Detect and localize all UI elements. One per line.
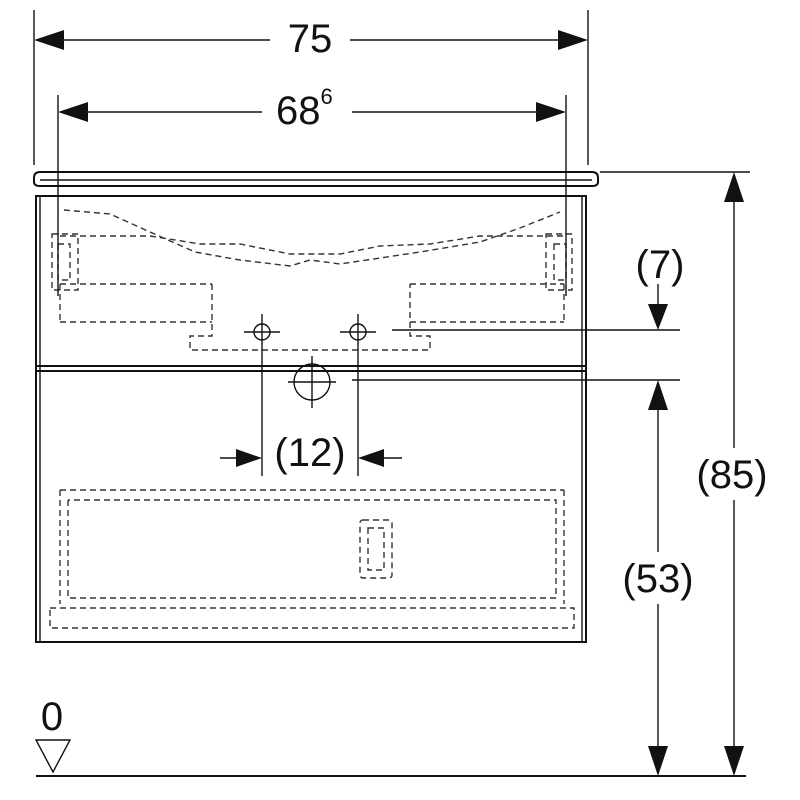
total-height-label: (85)	[696, 453, 767, 497]
drain-connection	[288, 356, 336, 408]
overall-width-label: 75	[288, 17, 333, 61]
overall-width-dimension: 75	[33, 10, 589, 165]
cabinet-outline	[35, 195, 587, 643]
bracket-right-outline	[545, 233, 573, 291]
total-height-arrow-top	[724, 172, 744, 202]
drain-width-label: (12)	[274, 431, 345, 475]
mounting-bracket-left	[51, 200, 79, 296]
drawer-height-arrow-bottom	[648, 746, 668, 776]
inner-width-dimension: 686	[57, 84, 567, 200]
drawer-handle-dashed	[359, 519, 393, 579]
lower-drawer	[49, 489, 575, 629]
basin-bowl-dashed	[63, 209, 561, 267]
water-connection-right	[340, 314, 376, 352]
upper-offset-dimension: (7)	[636, 243, 685, 330]
bracket-left-outline	[51, 233, 79, 291]
inner-width-sup: 6	[321, 84, 333, 109]
inner-width-label: 686	[276, 84, 333, 133]
basin-top	[33, 171, 599, 187]
drain-width-dimension: (12)	[220, 352, 402, 476]
water-connection-left	[244, 314, 280, 352]
total-height-dimension: (85)	[696, 172, 768, 776]
drawer-height-dimension: (53)	[622, 380, 694, 776]
bracket-left-inner	[57, 243, 71, 281]
drawer-height-arrow-top	[648, 380, 668, 410]
lower-drawer-inner-dashed	[67, 499, 557, 599]
drain-width-arrow-right	[358, 449, 384, 467]
drawer-height-label: (53)	[622, 557, 693, 601]
inner-width-main: 68	[276, 89, 321, 133]
drain-width-arrow-left	[236, 449, 262, 467]
hidden-basin-profile	[59, 209, 565, 351]
overall-width-arrow-right	[558, 30, 588, 50]
floor-level-triangle-icon	[34, 739, 72, 774]
floor-level-label: 0	[41, 695, 63, 739]
basin-top-outline	[33, 171, 599, 187]
drawer-bottom-dashed	[49, 607, 575, 629]
inner-width-arrow-right	[536, 102, 566, 122]
lower-drawer-box-dashed	[59, 489, 565, 604]
floor-level: 0	[34, 695, 746, 777]
total-height-arrow-bottom	[724, 746, 744, 776]
basin-inner-dashed	[60, 235, 564, 255]
cabinet-body	[35, 195, 587, 643]
inner-width-arrow-left	[58, 102, 88, 122]
overall-width-arrow-left	[34, 30, 64, 50]
upper-offset-arrow	[648, 304, 668, 330]
upper-offset-label: (7)	[636, 243, 685, 287]
mounting-bracket-right	[545, 200, 573, 296]
siphon-cutout-dashed	[189, 284, 431, 351]
drawer-handle-inner-dashed	[367, 527, 385, 571]
bracket-right-inner	[553, 243, 567, 281]
